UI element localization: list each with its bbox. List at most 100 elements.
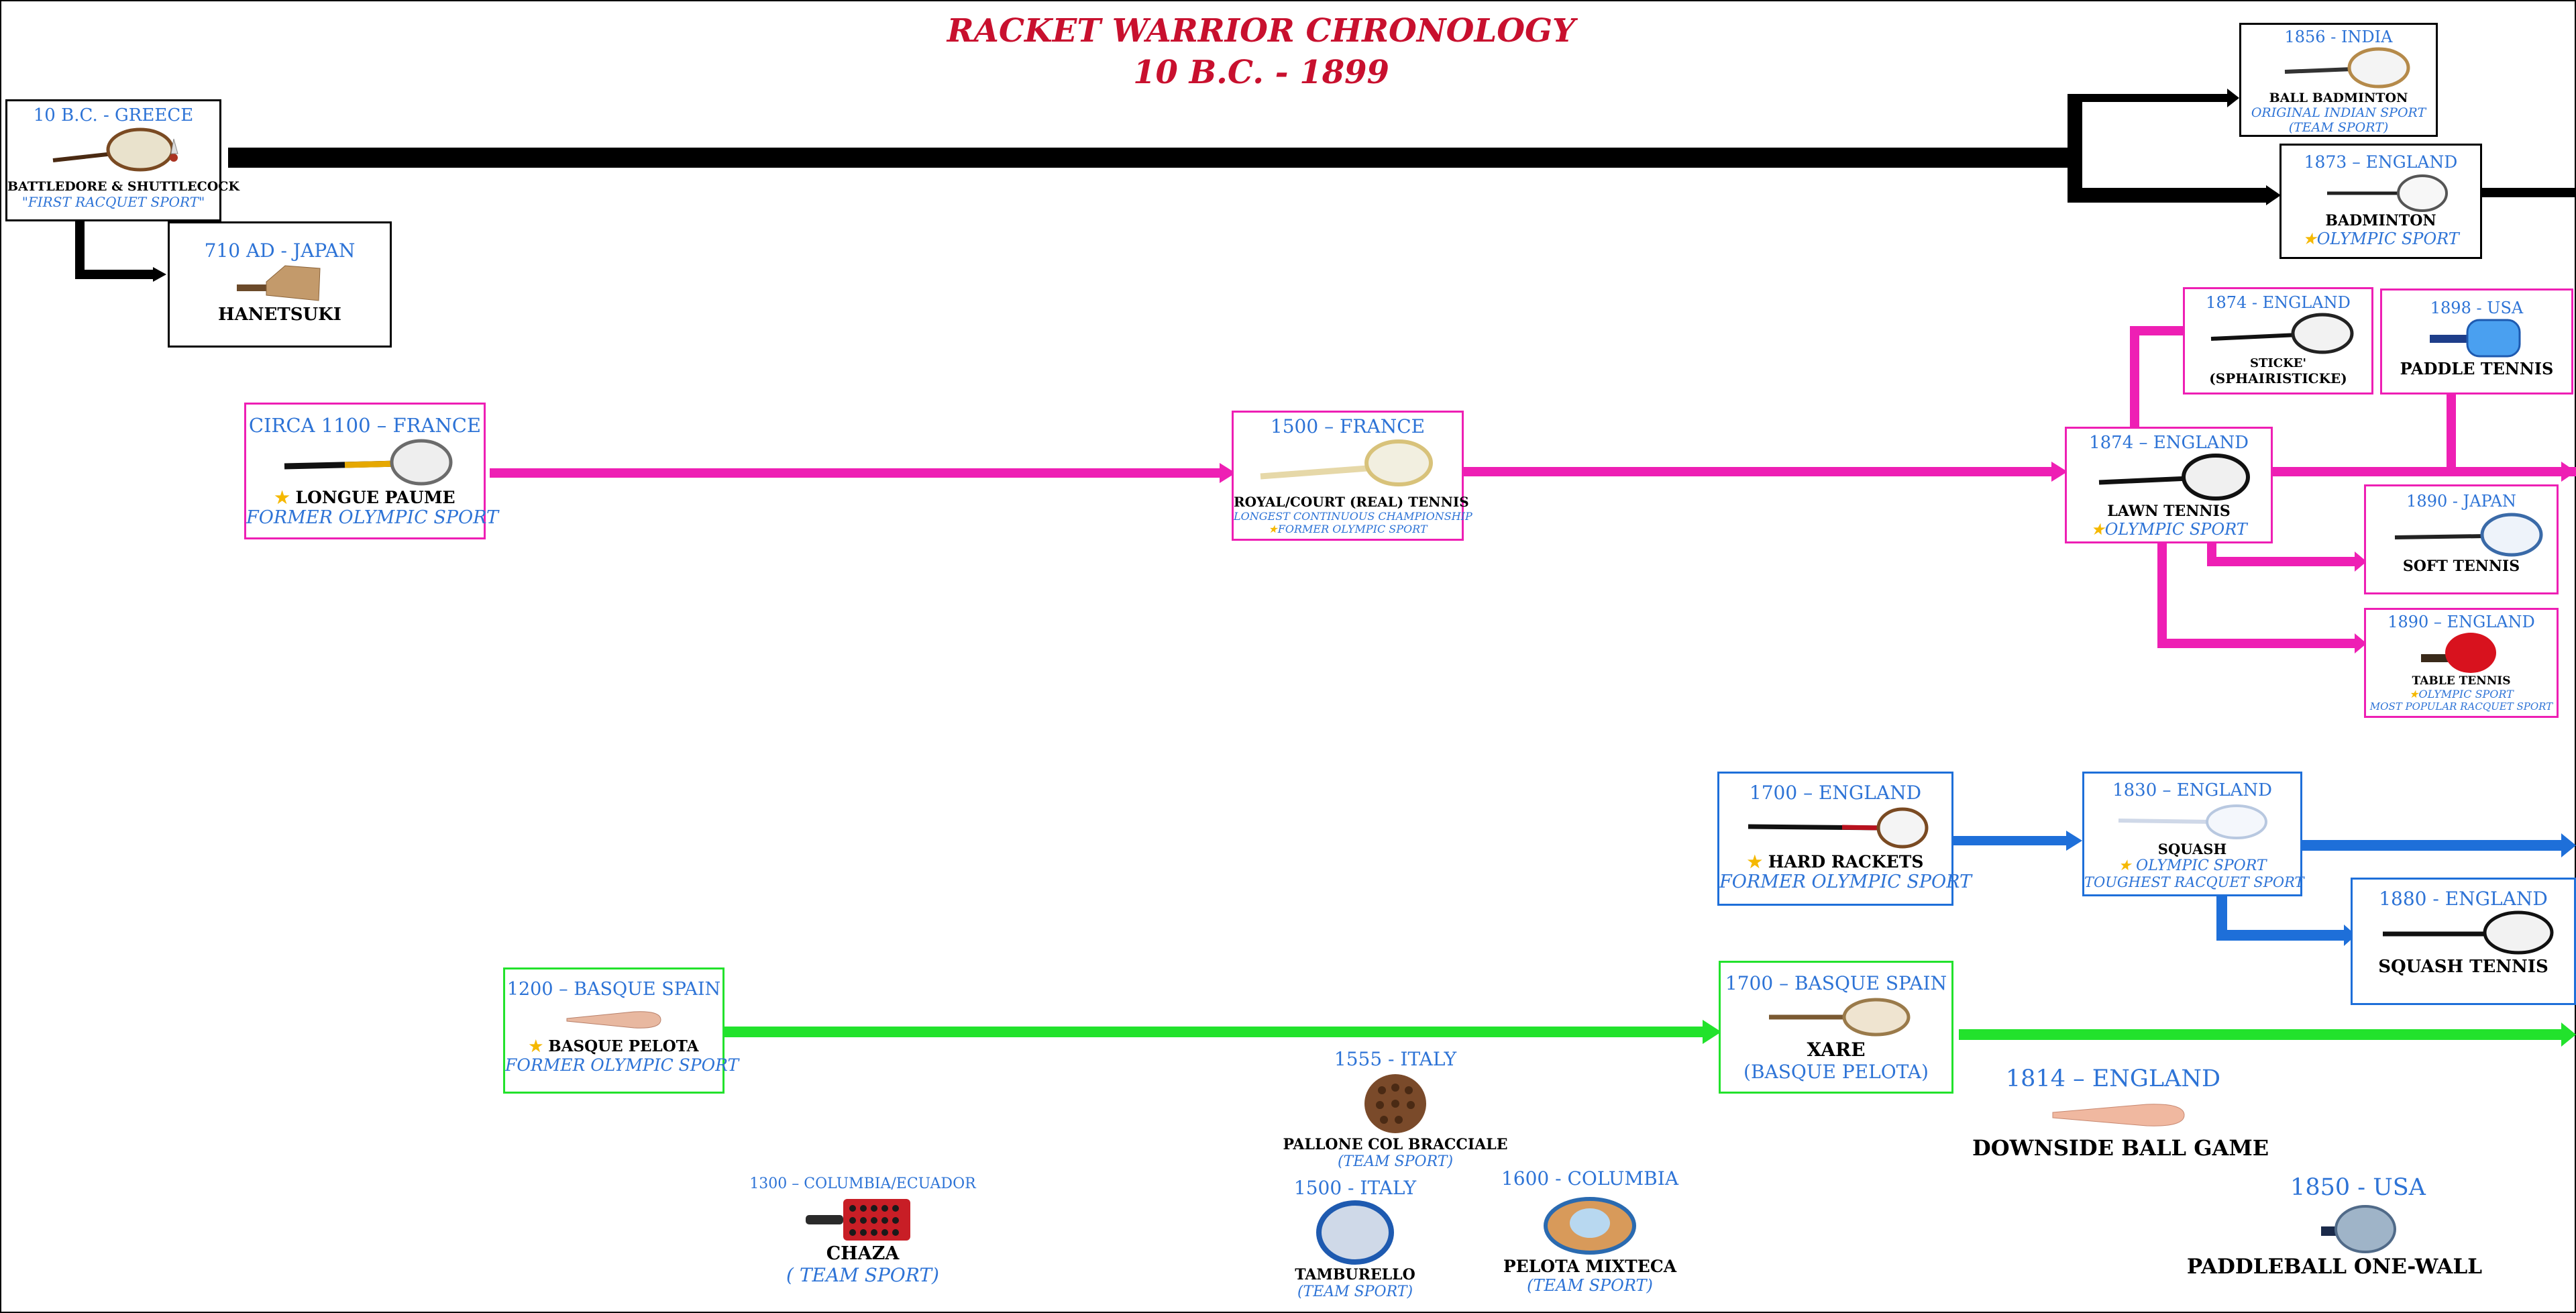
entry-title: PELOTA MIXTECA	[1503, 1257, 1677, 1276]
card-date: 1856 - INDIA	[2284, 28, 2393, 46]
card-date: 10 B.C. - GREECE	[33, 105, 194, 125]
green-lineage-lines	[724, 1020, 2576, 1047]
card-note: (BASQUE PELOTA)	[1743, 1061, 1929, 1083]
card-date: 1200 – BASQUE SPAIN	[506, 979, 721, 1000]
card-note: "FIRST RACQUET SPORT"	[21, 194, 205, 210]
entry-title: TAMBURELLO	[1295, 1266, 1415, 1283]
racket-icon	[1748, 807, 1929, 849]
card-note: ORIGINAL INDIAN SPORT	[2251, 105, 2426, 120]
olympic-star-icon: ★	[2409, 688, 2419, 700]
bat-icon	[566, 1011, 661, 1029]
card-paddle-tennis[interactable]: 1898 - USA PADDLE TENNIS	[2380, 288, 2573, 395]
card-title: ROYAL/COURT (REAL) TENNIS	[1234, 494, 1469, 510]
card-note: FORMER OLYMPIC SPORT	[505, 1055, 739, 1075]
card-date: 1880 - ENGLAND	[2379, 888, 2548, 910]
card-note: OLYMPIC SPORT	[2316, 229, 2459, 248]
olympic-star-icon: ★	[2090, 520, 2105, 539]
racket-icon	[284, 439, 453, 486]
racket-icon	[2098, 454, 2250, 501]
entry-date: 1850 - USA	[2290, 1174, 2426, 1201]
black-main-line	[228, 148, 2080, 168]
entry-title: PALLONE COL BRACCIALE	[1283, 1136, 1508, 1153]
card-date: 1890 - JAPAN	[2406, 492, 2516, 511]
card-date: CIRCA 1100 – FRANCE	[248, 414, 482, 437]
paddle-icon	[2421, 633, 2496, 673]
card-date: 1700 – BASQUE SPAIN	[1725, 972, 1947, 994]
card-note: FORMER OLYMPIC SPORT	[246, 507, 499, 528]
card-title: SOFT TENNIS	[2402, 558, 2520, 575]
card-table-tennis[interactable]: 1890 – ENGLAND TABLE TENNIS ★OLYMPIC SPO…	[2364, 608, 2559, 718]
card-date: 1873 – ENGLAND	[2304, 152, 2458, 172]
card-title: XARE	[1807, 1039, 1866, 1061]
card-xare[interactable]: 1700 – BASQUE SPAIN XARE (BASQUE PELOTA)	[1719, 961, 1953, 1094]
card-note: TOUGHEST RACQUET SPORT	[2084, 874, 2304, 890]
card-note: OLYMPIC SPORT	[2136, 857, 2267, 874]
card-title: BALL BADMINTON	[2269, 91, 2408, 105]
black-lineage-lines	[75, 89, 2576, 282]
card-longue-paume[interactable]: CIRCA 1100 – FRANCE ★ LONGUE PAUME FORME…	[244, 403, 499, 539]
racket-icon	[2284, 47, 2410, 89]
card-note: FORMER OLYMPIC SPORT	[1719, 872, 1972, 892]
card-ball-badminton[interactable]: 1856 - INDIA BALL BADMINTON ORIGINAL IND…	[2239, 23, 2438, 137]
racket-icon	[1769, 998, 1911, 1037]
entry-title: CHAZA	[826, 1243, 900, 1264]
card-hanetsuki[interactable]: 710 AD - JAPAN HANETSUKI	[168, 221, 392, 348]
card-title: STICKE'	[2249, 356, 2306, 370]
card-note: MOST POPULAR RACQUET SPORT	[2369, 700, 2553, 713]
card-title: PADDLE TENNIS	[2400, 359, 2554, 378]
entry-note: (TEAM SPORT)	[1527, 1276, 1653, 1295]
olympic-star-icon: ★	[1747, 852, 1768, 872]
card-title: HANETSUKI	[218, 305, 341, 325]
card-note: OLYMPIC SPORT	[2418, 688, 2514, 700]
paddle-icon	[2430, 319, 2521, 358]
bat-icon	[2052, 1104, 2185, 1126]
olympic-star-icon: ★	[2118, 857, 2137, 874]
card-note: (TEAM SPORT)	[2288, 120, 2389, 135]
card-hard-rackets[interactable]: 1700 – ENGLAND ★ HARD RACKETS FORMER OLY…	[1717, 772, 1972, 906]
card-squash[interactable]: 1830 – ENGLAND SQUASH ★ OLYMPIC SPORT TO…	[2082, 772, 2304, 896]
card-title: BADMINTON	[2325, 212, 2436, 229]
card-squash-tennis[interactable]: 1880 - ENGLAND SQUASH TENNIS	[2351, 878, 2576, 1005]
card-real-tennis[interactable]: 1500 – FRANCE ROYAL/COURT (REAL) TENNIS …	[1232, 411, 1472, 541]
card-subtitle: (SPHAIRISTICKE)	[2209, 370, 2347, 386]
racket-icon	[2210, 313, 2354, 354]
entry-downside[interactable]: 1814 – ENGLAND DOWNSIDE BALL GAME	[1972, 1065, 2269, 1161]
entry-note: (TEAM SPORT)	[1337, 1153, 1454, 1170]
card-title: LAWN TENNIS	[2107, 503, 2231, 520]
card-title: LONGUE PAUME	[295, 488, 455, 507]
entry-paddleball[interactable]: 1850 - USA PADDLEBALL ONE-WALL	[2174, 1174, 2496, 1279]
olympic-star-icon: ★	[529, 1037, 549, 1055]
card-title: SQUASH	[2157, 841, 2227, 857]
blue-lineage-lines	[1953, 831, 2576, 946]
entry-title: PADDLEBALL ONE-WALL	[2186, 1255, 2483, 1279]
card-note: FORMER OLYMPIC SPORT	[1277, 523, 1428, 535]
olympic-star-icon: ★	[274, 488, 296, 507]
card-title: BATTLEDORE & SHUTTLECOCK	[7, 179, 239, 194]
card-badminton[interactable]: 1873 – ENGLAND BADMINTON ★OLYMPIC SPORT	[2279, 144, 2482, 259]
card-lawn-tennis[interactable]: 1874 – ENGLAND LAWN TENNIS ★OLYMPIC SPOR…	[2065, 427, 2273, 543]
entry-note: (TEAM SPORT)	[1297, 1283, 1413, 1300]
card-note: LONGEST CONTINUOUS CHAMPIONSHIP	[1234, 510, 1472, 523]
entry-note: ( TEAM SPORT)	[786, 1264, 939, 1286]
card-title: HARD RACKETS	[1768, 852, 1924, 872]
entry-pallone[interactable]: 1555 - ITALY PALLONE COL BRACCIALE (TEAM…	[1275, 1048, 1516, 1170]
card-basque-pelota[interactable]: 1200 – BASQUE SPAIN ★ BASQUE PELOTA FORM…	[503, 967, 739, 1094]
entry-date: 1814 – ENGLAND	[2005, 1065, 2221, 1092]
olympic-star-icon: ★	[2302, 229, 2317, 248]
card-sticke[interactable]: 1874 - ENGLAND STICKE' (SPHAIRISTICKE)	[2183, 287, 2373, 395]
entry-pelota-mixteca[interactable]: 1600 - COLUMBIA PELOTA MIXTECA (TEAM SPO…	[1489, 1167, 1690, 1295]
olympic-star-icon: ★	[1268, 523, 1278, 535]
chart-subtitle: 10 B.C. - 1899	[1133, 54, 1389, 91]
card-note: OLYMPIC SPORT	[2104, 520, 2247, 539]
entry-title: DOWNSIDE BALL GAME	[1972, 1135, 2269, 1161]
card-date: 1500 – FRANCE	[1270, 415, 1426, 437]
black-branch-hanetsuki	[75, 221, 85, 278]
card-title: SQUASH TENNIS	[2378, 957, 2548, 977]
card-title: TABLE TENNIS	[2412, 674, 2511, 688]
entry-chaza[interactable]: 1300 – COLUMBIA/ECUADOR CHAZA ( TEAM SPO…	[742, 1175, 983, 1286]
card-battledore[interactable]: 10 B.C. - GREECE BATTLEDORE & SHUTTLECOC…	[5, 99, 239, 221]
card-date: 1898 - USA	[2430, 299, 2524, 317]
entry-tamburello[interactable]: 1500 - ITALY TAMBURELLO (TEAM SPORT)	[1261, 1177, 1449, 1300]
card-soft-tennis[interactable]: 1890 - JAPAN SOFT TENNIS	[2364, 484, 2559, 594]
